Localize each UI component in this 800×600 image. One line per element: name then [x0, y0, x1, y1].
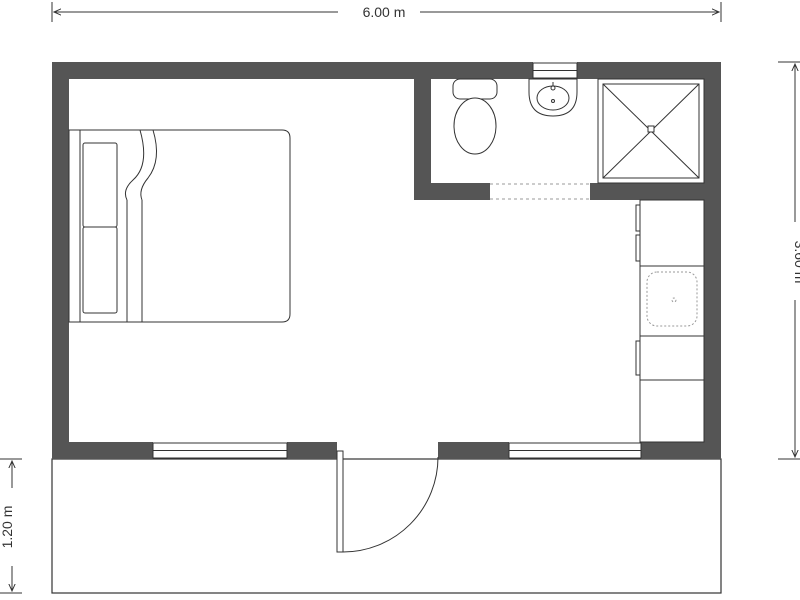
- porch-dimension-label: 1.20 m: [0, 506, 15, 549]
- window-kitchen: [508, 442, 642, 459]
- pillow-top: [82, 142, 118, 228]
- bed: [68, 129, 291, 323]
- pillow-bottom: [82, 226, 118, 314]
- depth-dimension: 3.60 m: [778, 61, 800, 460]
- entry-door: [336, 450, 439, 553]
- toilet-icon: [452, 78, 498, 155]
- kitchen-sink-icon: [646, 271, 698, 327]
- exterior-walls: [52, 62, 721, 459]
- washbasin-icon: [528, 78, 578, 117]
- bathroom-walls: [414, 79, 704, 200]
- porch-dimension: 1.20 m: [0, 458, 22, 594]
- window-bathroom: [532, 62, 578, 79]
- depth-dimension-label: 3.60 m: [792, 241, 800, 284]
- shower-icon: [597, 78, 705, 184]
- window-bedroom: [152, 442, 288, 459]
- width-dimension: 6.00 m: [51, 2, 722, 22]
- width-dimension-label: 6.00 m: [363, 4, 406, 20]
- bathroom-opening: [490, 183, 590, 200]
- porch-deck: [51, 458, 722, 594]
